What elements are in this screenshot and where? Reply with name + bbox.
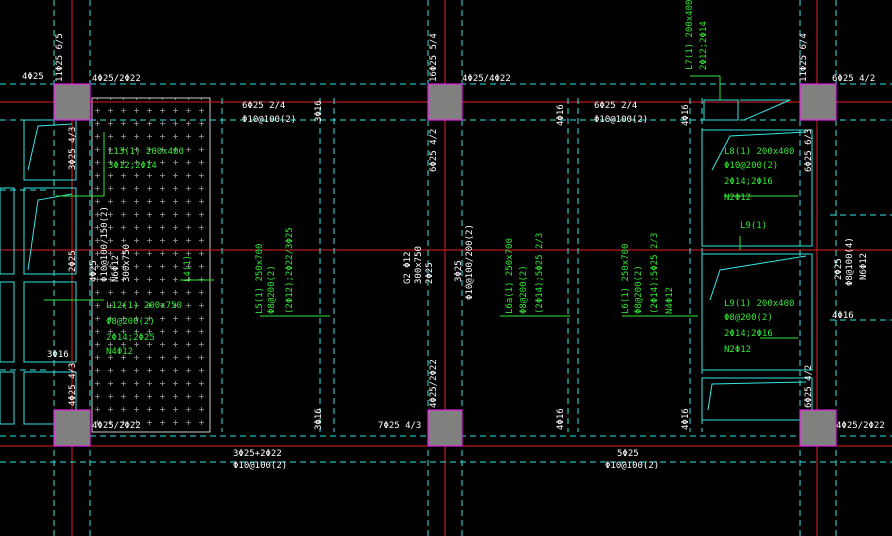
left-slab-boxes bbox=[0, 119, 77, 425]
label-beam2-right-bot: 4Φ16 bbox=[681, 408, 691, 430]
label-beam1-right-bot: 3Φ16 bbox=[314, 408, 324, 430]
label-l6a-1: L6a(1) 250x700 bbox=[505, 238, 515, 314]
label-top-b: 4Φ25/4Φ22 bbox=[462, 74, 511, 84]
label-beam1-top-2: Φ10@100(2) bbox=[242, 115, 296, 125]
label-col-right-vert-2: 6Φ25 6/3 bbox=[804, 129, 814, 172]
label-col-right-vert: 11Φ25 6/4 bbox=[799, 33, 809, 82]
label-l13-1: L13(1) 200x400 bbox=[108, 147, 184, 157]
columns bbox=[53, 83, 837, 447]
label-l6-1: L6(1) 250x700 bbox=[621, 244, 631, 314]
leader-lines bbox=[44, 75, 798, 339]
label-beam-mid-left-3: 2Φ25 bbox=[425, 262, 435, 284]
label-bottom-a: 4Φ25/2Φ22 bbox=[92, 421, 141, 431]
label-beam2-top-2: Φ10@100(2) bbox=[594, 115, 648, 125]
green-vertical-annotations: L4(1) L5(1) 250x700 Φ8@200(2) (2Φ12);2Φ2… bbox=[183, 0, 709, 314]
label-hatch-a: 4Φ25 bbox=[89, 260, 99, 282]
label-beam2-top-1: 6Φ25 2/4 bbox=[594, 101, 637, 111]
white-annotations: 4Φ25 4Φ25/2Φ22 6Φ25 2/4 Φ10@100(2) 4Φ25/… bbox=[22, 72, 885, 471]
label-bottom-span1-1: 3Φ25+2Φ22 bbox=[233, 449, 282, 459]
label-l4: L4(1) bbox=[183, 255, 193, 282]
label-beam1-right-top: 3Φ16 bbox=[314, 100, 324, 122]
label-l5-1: L5(1) 250x700 bbox=[255, 244, 265, 314]
label-l8-1: L8(1) 200x400 bbox=[724, 147, 794, 157]
label-left-vert-3: 2Φ25 bbox=[68, 250, 78, 272]
label-l9-3: 2Φ14;2Φ16 bbox=[724, 329, 773, 339]
label-col-mid-vert-3: 4Φ25/2Φ22 bbox=[429, 359, 439, 408]
label-l9-2: Φ8@200(2) bbox=[724, 313, 773, 323]
label-right-d: 4Φ16 bbox=[832, 311, 854, 321]
label-right-c: N6Φ12 bbox=[859, 253, 869, 280]
label-bottom-c: 4Φ25/2Φ22 bbox=[836, 421, 885, 431]
label-beam2-left-top: 4Φ16 bbox=[556, 104, 566, 126]
label-left-a: 3Φ16 bbox=[47, 350, 69, 360]
label-l7-2: 2Φ12;2Φ14 bbox=[699, 21, 709, 70]
label-l12-2: Φ8@200(2) bbox=[106, 317, 155, 327]
label-l6-2: Φ8@200(2) bbox=[634, 265, 644, 314]
label-l9-4: N2Φ12 bbox=[724, 345, 751, 355]
label-top-left-a: 4Φ25 bbox=[22, 72, 44, 82]
label-l9-1: L9(1) 200x400 bbox=[724, 299, 794, 309]
right-slab-boxes bbox=[701, 99, 813, 421]
label-l8-4: N2Φ12 bbox=[724, 193, 751, 203]
white-vertical-annotations: 11Φ25 6/5 3Φ25 4/3 2Φ25 4Φ25 4/3 4Φ25 Φ1… bbox=[55, 33, 869, 430]
label-l8-3: 2Φ14;2Φ16 bbox=[724, 177, 773, 187]
label-l9-short: L9(1) bbox=[740, 221, 767, 231]
label-beam-mid-right-2: Φ10@100/200(2) bbox=[465, 224, 475, 300]
label-l12-1: L12(1) 200x750 bbox=[106, 301, 182, 311]
label-beam-mid-left-2: 300x750 bbox=[414, 246, 424, 284]
label-beam2-right-top: 4Φ16 bbox=[681, 104, 691, 126]
label-l6a-3: (2Φ14);5Φ25 2/3 bbox=[535, 233, 545, 314]
hatched-slab bbox=[91, 97, 211, 433]
label-beam-mid-left-1: G2 Φ12 bbox=[403, 251, 413, 284]
label-right-b: Φ8@100(4) bbox=[845, 237, 855, 286]
label-beam2-left-bot: 4Φ16 bbox=[556, 408, 566, 430]
green-annotations: L13(1) 200x400 3Φ12;2Φ14 L12(1) 200x750 … bbox=[106, 147, 794, 357]
label-top-a: 4Φ25/2Φ22 bbox=[92, 74, 141, 84]
label-l6a-2: Φ8@200(2) bbox=[519, 265, 529, 314]
label-hatch-c: N6Φ12 bbox=[111, 255, 121, 282]
label-hatch-b: Φ10@100/150(2) bbox=[100, 206, 110, 282]
label-col-mid-vert-2: 6Φ25 4/2 bbox=[429, 129, 439, 172]
label-l7-1: L7(1) 200x400 bbox=[685, 0, 695, 70]
label-beam-mid-right-1: 3Φ25 bbox=[454, 260, 464, 282]
label-hatch-d: 300x750 bbox=[122, 244, 132, 282]
label-top-left-vert: 11Φ25 6/5 bbox=[55, 33, 65, 82]
label-bottom-span1-2: Φ10@100(2) bbox=[233, 461, 287, 471]
label-l13-2: 3Φ12;2Φ14 bbox=[108, 161, 157, 171]
label-l6-3: (2Φ14);5Φ25 2/3 bbox=[650, 233, 660, 314]
label-bottom-b: 7Φ25 4/3 bbox=[378, 421, 421, 431]
label-left-vert-2: 4Φ25 4/3 bbox=[68, 363, 78, 406]
label-l5-2: Φ8@200(2) bbox=[267, 265, 277, 314]
label-bottom-span2-1: 5Φ25 bbox=[617, 449, 639, 459]
label-l5-3: (2Φ12);2Φ22/3Φ25 bbox=[285, 227, 295, 314]
label-right-a: 2Φ25 bbox=[834, 258, 844, 280]
label-l12-3: 2Φ14;2Φ25 bbox=[106, 333, 155, 343]
label-col-mid-vert: 16Φ25 5/4 bbox=[429, 33, 439, 82]
label-bottom-span2-2: Φ10@100(2) bbox=[605, 461, 659, 471]
label-beam1-top-1: 6Φ25 2/4 bbox=[242, 101, 285, 111]
label-left-vert-1: 3Φ25 4/3 bbox=[68, 127, 78, 170]
label-l6-4: N4Φ12 bbox=[665, 287, 675, 314]
label-l8-2: Φ10@200(2) bbox=[724, 161, 778, 171]
label-top-c: 6Φ25 4/2 bbox=[832, 74, 875, 84]
label-l12-4: N4Φ12 bbox=[106, 347, 133, 357]
label-col-right-vert-3: 6Φ25 4/2 bbox=[804, 365, 814, 408]
